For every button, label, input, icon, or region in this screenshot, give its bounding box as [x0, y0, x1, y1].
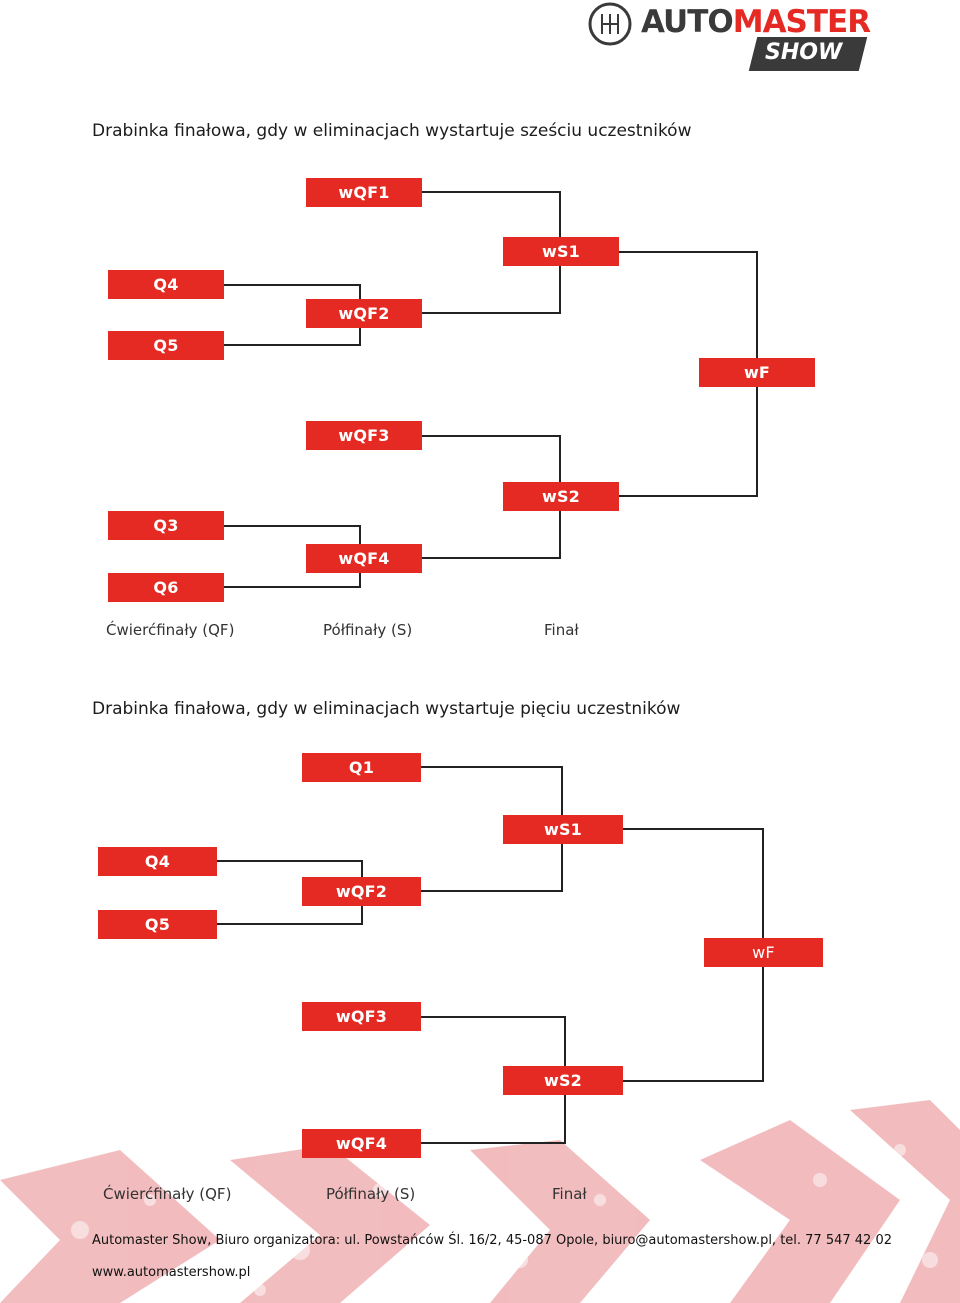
bracket5-wqf2: wQF2 [302, 877, 421, 906]
bracket6-wqf1: wQF1 [306, 178, 422, 207]
gearshift-icon [588, 2, 632, 46]
logo-auto: AUTO [641, 4, 734, 40]
bracket6-q4: Q4 [108, 270, 224, 299]
bracket6-title: Drabinka finałowa, gdy w eliminacjach wy… [92, 121, 692, 141]
bracket5-title: Drabinka finałowa, gdy w eliminacjach wy… [92, 699, 681, 719]
bracket6-q6: Q6 [108, 573, 224, 602]
logo-show: SHOW [765, 40, 843, 65]
bracket5-q1: Q1 [302, 753, 421, 782]
bracket5-ws1: wS1 [503, 815, 623, 844]
bracket5-wf: wF [704, 938, 823, 967]
bracket6-q5: Q5 [108, 331, 224, 360]
bracket6-ws1: wS1 [503, 237, 619, 266]
bracket6-stage-f: Finał [544, 621, 579, 639]
bracket6-wf: wF [699, 358, 815, 387]
bracket6-wqf3: wQF3 [306, 421, 422, 450]
bracket6-wqf2: wQF2 [306, 299, 422, 328]
logo-master: MASTER [732, 4, 871, 40]
bracket5-wqf4: wQF4 [302, 1129, 421, 1158]
bracket6-ws2: wS2 [503, 482, 619, 511]
bracket6-stage-qf: Ćwierćfinały (QF) [106, 621, 235, 639]
bracket5-stage-qf: Ćwierćfinały (QF) [103, 1185, 232, 1203]
bracket5-stage-s: Półfinały (S) [326, 1185, 416, 1203]
bracket6-stage-s: Półfinały (S) [323, 621, 413, 639]
logo: AUTOMASTER SHOW [585, 0, 875, 76]
bracket6-lines [223, 191, 758, 588]
bracket5-ws2: wS2 [503, 1066, 623, 1095]
bracket5-q4: Q4 [98, 847, 217, 876]
footer-website[interactable]: www.automastershow.pl [92, 1265, 251, 1280]
bracket6-wqf4: wQF4 [306, 544, 422, 573]
footer-contact: Automaster Show, Biuro organizatora: ul.… [92, 1233, 893, 1248]
bracket6-q3: Q3 [108, 511, 224, 540]
bracket5-q5: Q5 [98, 910, 217, 939]
bracket5-wqf3: wQF3 [302, 1002, 421, 1031]
bracket5-stage-f: Finał [552, 1185, 587, 1203]
